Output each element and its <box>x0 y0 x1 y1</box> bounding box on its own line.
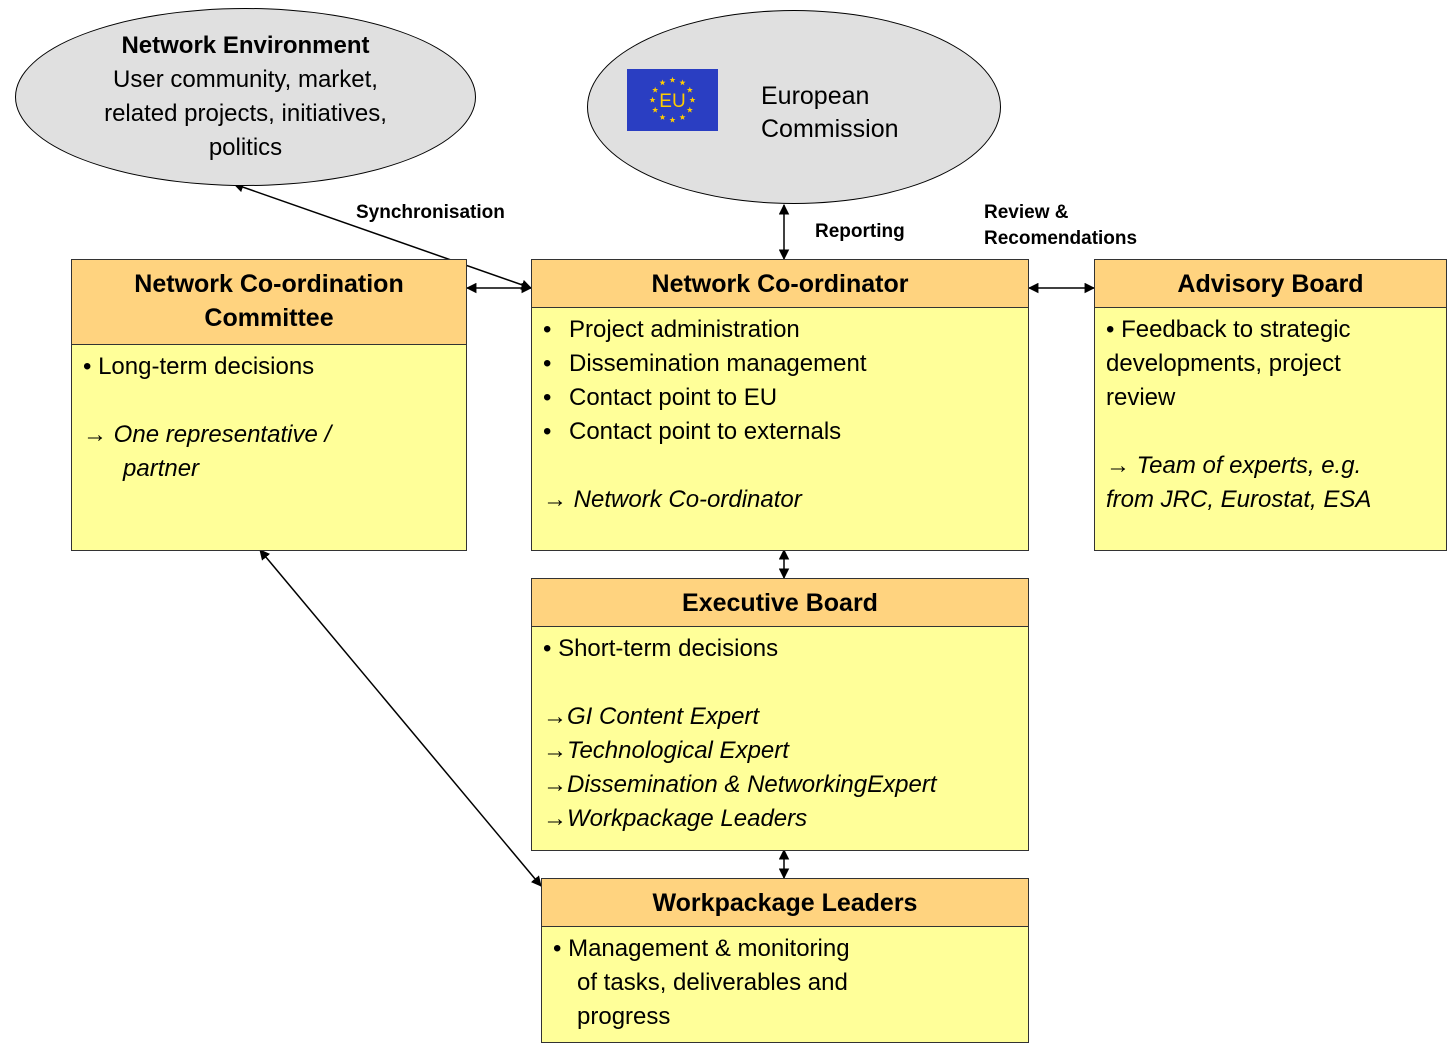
coordination-committee-note: partner <box>123 455 200 482</box>
network-environment-title: Network Environment <box>121 32 370 59</box>
workpackage-leaders-line: progress <box>577 1003 671 1030</box>
eu-star-icon <box>679 114 686 120</box>
coordination-committee-note: One representative / <box>113 421 332 448</box>
committee-workpackage-connector <box>259 549 542 887</box>
eu-star-icon <box>686 86 693 93</box>
coordination-committee-box: Network Co-ordination Committee • Long-t… <box>71 259 467 551</box>
coordination-committee-bullet: • Long-term decisions <box>83 353 315 380</box>
european-commission-line: European <box>761 82 870 110</box>
review-recommendations-label: Review & Recomendations <box>984 200 1137 252</box>
workpackage-leaders-title: Workpackage Leaders <box>542 879 1028 927</box>
executive-board-expert: GI Content Expert <box>567 703 760 730</box>
eu-star-icon <box>652 86 659 93</box>
workpackage-leaders-line: • Management & monitoring <box>553 935 850 962</box>
network-environment-ellipse: Network Environment User community, mark… <box>15 8 476 186</box>
executive-board-expert: Dissemination & NetworkingExpert <box>567 771 937 798</box>
eu-star-icon <box>689 96 696 103</box>
arrow-icon: → <box>543 486 567 513</box>
network-environment-line: User community, market, <box>113 66 378 93</box>
eu-star-icon <box>679 79 686 86</box>
arrow-icon: → <box>543 737 567 764</box>
european-commission-label: European Commission <box>761 80 899 146</box>
network-coordinator-title: Network Co-ordinator <box>532 260 1028 308</box>
eu-star-icon <box>669 76 676 83</box>
european-commission-ellipse <box>587 10 1001 204</box>
eu-star-icon <box>669 116 676 123</box>
arrow-icon: → <box>543 703 567 730</box>
eu-star-icon <box>652 106 659 113</box>
arrow-icon: → <box>543 805 567 832</box>
advisory-board-note: Team of experts, e.g. <box>1136 452 1362 479</box>
advisory-board-note: from JRC, Eurostat, ESA <box>1106 486 1372 513</box>
eu-star-icon <box>659 114 666 120</box>
network-coordinator-note: Network Co-ordinator <box>573 486 802 513</box>
workpackage-leaders-line: of tasks, deliverables and <box>577 969 848 996</box>
advisory-board-title: Advisory Board <box>1095 260 1446 308</box>
eu-star-icon <box>686 106 693 113</box>
coordination-committee-title-line: Network Co-ordination <box>134 270 404 298</box>
executive-board-title: Executive Board <box>532 579 1028 627</box>
executive-board-expert: Workpackage Leaders <box>567 805 808 832</box>
eu-star-icon <box>649 96 656 103</box>
advisory-board-box: Advisory Board • Feedback to strategic d… <box>1094 259 1447 551</box>
network-coordinator-bullet: Contact point to externals <box>569 418 842 445</box>
network-coordinator-bullet: Dissemination management <box>569 350 867 377</box>
synchronisation-label: Synchronisation <box>356 202 505 223</box>
network-environment-line: related projects, initiatives, <box>104 100 387 127</box>
executive-board-bullet: • Short-term decisions <box>543 635 779 662</box>
review-label-line: Review & <box>984 202 1069 223</box>
reporting-label: Reporting <box>815 221 905 242</box>
eu-star-icon <box>659 79 666 86</box>
network-coordinator-bullet: Project administration <box>569 316 800 343</box>
synchronisation-connector <box>233 182 532 290</box>
eu-flag-text: EU <box>659 91 685 112</box>
advisory-board-line: review <box>1106 384 1176 411</box>
network-coordinator-bullet: Contact point to EU <box>569 384 778 411</box>
arrow-icon: → <box>83 421 107 448</box>
arrow-icon: → <box>543 771 567 798</box>
european-commission-line: Commission <box>761 115 899 143</box>
coordination-committee-title-line: Committee <box>204 304 334 332</box>
advisory-board-line: developments, project <box>1106 350 1341 377</box>
eu-flag-icon: EU <box>627 69 718 131</box>
executive-board-expert: Technological Expert <box>567 737 789 764</box>
review-label-line: Recomendations <box>984 228 1138 249</box>
network-coordinator-box: Network Co-ordinator •Project administra… <box>531 259 1029 551</box>
arrow-icon: → <box>1106 452 1130 479</box>
coordination-committee-title: Network Co-ordination Committee <box>72 260 466 345</box>
workpackage-leaders-box: Workpackage Leaders • Management & monit… <box>541 878 1029 1043</box>
network-environment-line: politics <box>208 134 283 161</box>
executive-board-box: Executive Board • Short-term decisions →… <box>531 578 1029 851</box>
advisory-board-line: • Feedback to strategic <box>1106 316 1351 343</box>
